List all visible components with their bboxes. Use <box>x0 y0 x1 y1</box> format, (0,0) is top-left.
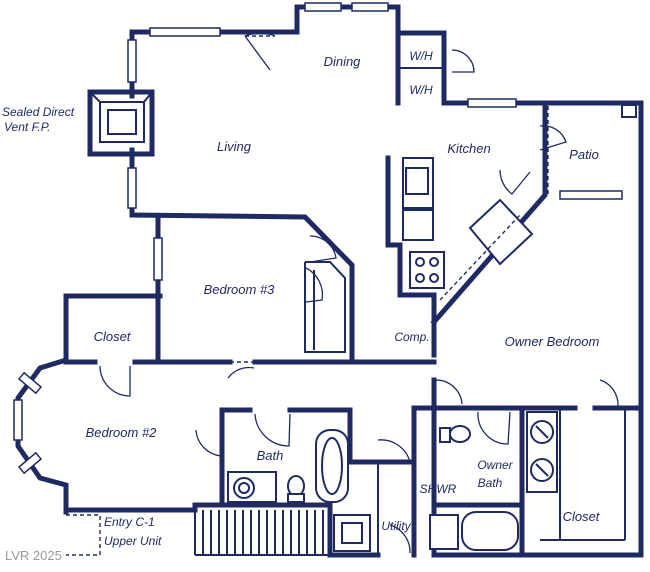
label-sealed-line2: Vent F.P. <box>4 120 50 134</box>
label-closet-left: Closet <box>94 329 132 344</box>
patio-column <box>621 104 637 118</box>
label-entry-line2: Upper Unit <box>104 534 162 548</box>
kitchen-fixtures <box>402 157 534 301</box>
label-dining: Dining <box>324 54 362 69</box>
room-labels: Dining W/H W/H Sealed Direct Vent F.P. L… <box>2 49 601 548</box>
fireplace <box>87 89 155 157</box>
watermark: LVR 2025 <box>5 548 62 563</box>
bath-fixtures <box>227 429 349 503</box>
label-bath: Bath <box>257 448 284 463</box>
bathtub <box>315 429 349 503</box>
label-utility: Utility <box>381 519 411 533</box>
label-comp: Comp. <box>394 330 429 344</box>
owner-bath-fixtures <box>429 410 626 551</box>
owner-toilet <box>449 425 471 443</box>
kitchen-island <box>468 198 534 266</box>
label-owner-bedroom: Owner Bedroom <box>505 334 600 349</box>
doors <box>99 32 641 554</box>
outer-walls <box>15 4 644 558</box>
range <box>409 251 445 289</box>
owner-tub <box>461 511 519 551</box>
stairs <box>194 510 331 556</box>
label-wh-top: W/H <box>409 49 433 63</box>
label-bedroom2: Bedroom #2 <box>86 425 158 440</box>
label-wh-bottom: W/H <box>409 83 433 97</box>
label-closet-owner: Closet <box>563 509 601 524</box>
label-shwr: SHWR <box>420 482 457 496</box>
double-vanity <box>526 411 558 493</box>
label-living: Living <box>217 139 252 154</box>
washer <box>333 514 371 552</box>
label-kitchen: Kitchen <box>447 141 490 156</box>
bedroom3-closet <box>304 261 346 353</box>
water-heater-closets <box>395 30 444 106</box>
utility-entry <box>66 462 379 556</box>
windows <box>13 2 623 475</box>
label-entry-line1: Entry C-1 <box>104 515 155 529</box>
vanity <box>227 471 277 503</box>
label-owner-bath-line1: Owner <box>477 458 513 472</box>
label-bedroom3: Bedroom #3 <box>204 282 276 297</box>
label-sealed-line1: Sealed Direct <box>2 105 75 119</box>
label-patio: Patio <box>569 147 599 162</box>
label-owner-bath-line2: Bath <box>478 476 503 490</box>
